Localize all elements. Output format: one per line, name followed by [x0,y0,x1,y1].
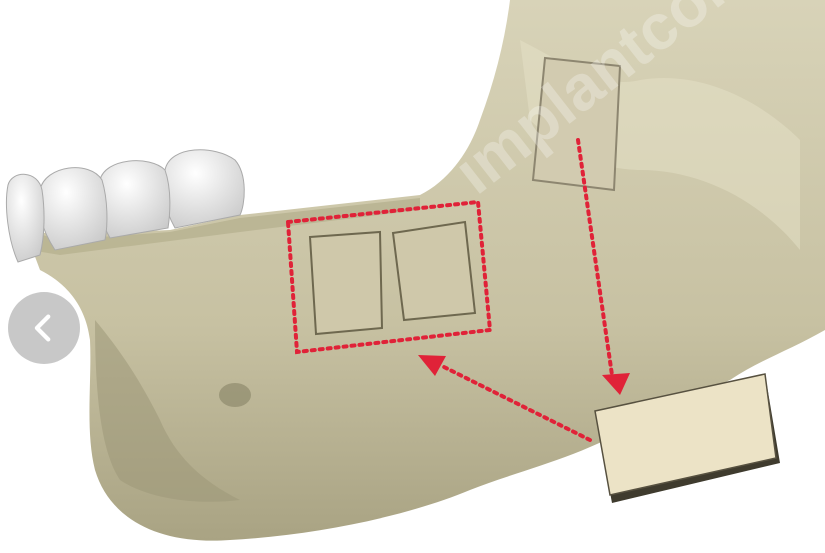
tooth [163,150,244,228]
tooth [98,161,170,238]
graft-block-right [393,222,475,320]
tooth [6,174,44,262]
tooth [39,168,107,250]
previous-image-button[interactable] [8,292,80,364]
chevron-left-icon [27,311,61,345]
mental-foramen [219,383,251,407]
graft-block-left [310,232,382,334]
graft-block-ramus [533,58,620,190]
